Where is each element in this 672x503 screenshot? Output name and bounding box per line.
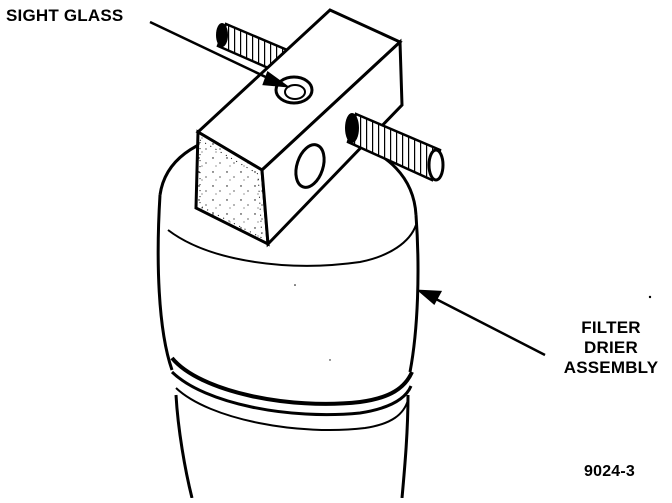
filter-drier-label-line-3: ASSEMBLY <box>563 358 659 377</box>
filter-drier-label-line-2: DRIER <box>584 338 638 357</box>
front-threaded-fitting <box>345 112 445 182</box>
filter-drier-label-line-1: FILTER <box>581 318 641 337</box>
drier-band <box>170 356 414 431</box>
filter-drier-assembly-label: FILTER DRIER ASSEMBLY <box>556 318 666 378</box>
sight-glass-leader <box>149 20 291 88</box>
filter-drier-leader <box>416 289 546 357</box>
drier-lower-body <box>174 394 410 499</box>
side-port <box>294 143 326 189</box>
figure-number: 9024-3 <box>584 463 636 480</box>
print-specks <box>294 284 652 361</box>
sight-glass-label: SIGHT GLASS <box>6 6 124 25</box>
sight-glass <box>274 75 314 105</box>
